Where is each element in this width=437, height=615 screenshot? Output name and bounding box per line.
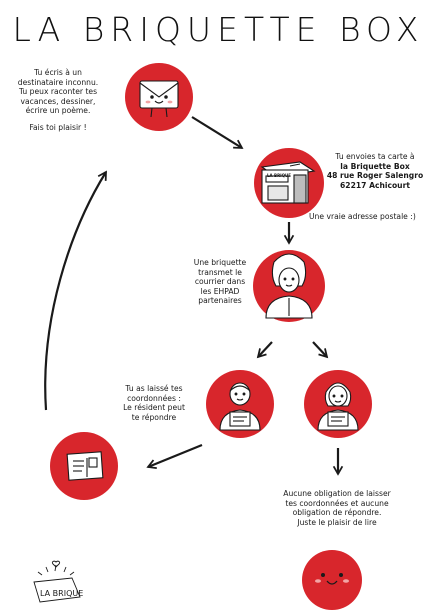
logo-text: LA BRIQUE	[40, 589, 83, 598]
logo: LA BRIQUE	[33, 560, 83, 603]
step-write-line: destinataire inconnu.	[17, 77, 99, 87]
arrow-icon	[44, 170, 107, 411]
send-intro: Tu envoies ta carte à	[335, 152, 415, 161]
arrow-icon	[191, 116, 244, 149]
mailbox-label: LA BRIQUE	[267, 173, 292, 178]
volunteer-icon	[265, 253, 313, 319]
step-write-text: Tu écris à un destinataire inconnu. Tu p…	[2, 68, 114, 133]
step-deliver-line: transmet le	[198, 267, 242, 277]
step-write-line: Tu peux raconter tes	[18, 87, 98, 97]
step-reply-line: coordonnées :	[127, 393, 181, 403]
step-write-line: vacances, dessiner,	[20, 96, 96, 106]
step-deliver-text: Une briquette transmet le courrier dans …	[180, 258, 260, 306]
page-title: LA BRIQUETTE BOX	[12, 10, 425, 49]
step-write-line: Tu écris à un	[34, 68, 82, 77]
send-city: 62217 Achicourt	[340, 180, 410, 190]
step-deliver-line: Une briquette	[193, 258, 247, 267]
step-no-reply-line: Juste le plaisir de lire	[297, 517, 377, 527]
smiley-icon	[315, 573, 349, 585]
smiley-circle	[302, 550, 362, 610]
step-deliver-line: courrier dans	[194, 277, 246, 287]
mailbox-icon	[260, 161, 316, 204]
step-reply-line: Tu as laissé tes	[125, 384, 183, 393]
send-street: 48 rue Roger Salengro	[326, 171, 424, 181]
step-reply-line: te répondre	[131, 412, 177, 422]
step-deliver-line: partenaires	[198, 296, 242, 306]
arrow-icon	[146, 443, 203, 470]
envelope-icon	[139, 80, 179, 118]
step-no-reply-text: Aucune obligation de laisser tes coordon…	[262, 489, 412, 527]
arrow-icon	[312, 341, 329, 359]
step-no-reply-line: obligation de répondre.	[292, 508, 382, 518]
step-reply-text: Tu as laissé tes coordonnées : Le réside…	[105, 384, 203, 422]
resident-woman-icon	[317, 382, 359, 431]
send-name: la Briquette Box	[340, 161, 410, 171]
step-send-text: Tu envoies ta carte à la Briquette Box 4…	[320, 152, 430, 190]
arrow-icon	[256, 341, 273, 359]
step-no-reply-line: tes coordonnées et aucune	[285, 498, 389, 508]
step-write-extra: Fais toi plaisir !	[29, 122, 87, 132]
resident-man-icon	[219, 382, 261, 431]
step-reply-line: Le résident peut	[123, 403, 185, 413]
postcard-icon	[66, 451, 104, 481]
step-deliver-line: les EHPAD	[200, 286, 240, 296]
step-no-reply-line: Aucune obligation de laisser	[283, 489, 391, 498]
step-write-line: écrire un poème.	[25, 106, 91, 116]
send-note: Une vraie adresse postale :)	[309, 212, 416, 221]
